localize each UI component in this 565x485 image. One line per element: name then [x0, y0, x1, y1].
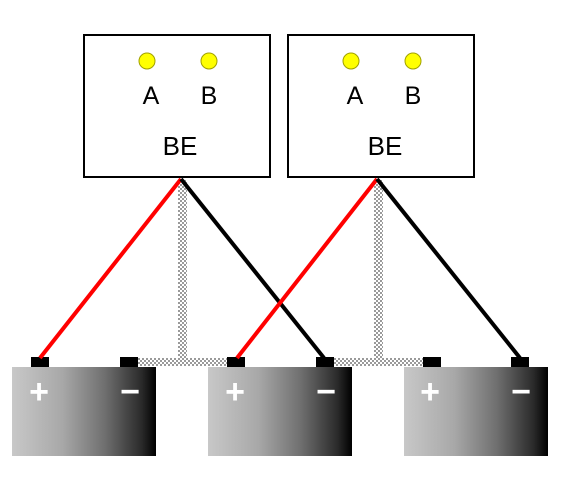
- positive-sign: +: [29, 373, 49, 411]
- terminal-b-label: B: [201, 82, 218, 110]
- be-unit-1: A B BE: [83, 34, 271, 178]
- positive-wire-2: [235, 177, 379, 360]
- be-unit-2: A B BE: [287, 34, 475, 178]
- battery-1: + −: [12, 357, 156, 456]
- battery-3-negative-terminal: [511, 357, 529, 367]
- terminal-a-label: A: [347, 82, 364, 110]
- led-a-icon: [342, 52, 360, 70]
- positive-wire-1: [38, 177, 183, 360]
- sense-wires: [130, 180, 435, 366]
- sense-wire-1-horizontal: [130, 358, 240, 366]
- positive-sign: +: [420, 373, 440, 411]
- led-b-icon: [404, 52, 422, 70]
- power-wires: [38, 177, 522, 360]
- negative-sign: −: [511, 373, 531, 411]
- positive-sign: +: [225, 373, 245, 411]
- battery-3: + −: [404, 357, 548, 456]
- unit-label: BE: [368, 131, 403, 161]
- negative-wire-1: [179, 177, 326, 360]
- battery-2-positive-terminal: [227, 357, 245, 367]
- negative-sign: −: [316, 373, 336, 411]
- battery-2: + −: [208, 357, 352, 456]
- sense-wire-1-vertical: [178, 180, 187, 363]
- sense-wire-2-horizontal: [325, 358, 435, 366]
- battery-2-negative-terminal: [316, 357, 334, 367]
- battery-1-positive-terminal: [31, 357, 49, 367]
- led-b-icon: [200, 52, 218, 70]
- led-a-icon: [138, 52, 156, 70]
- negative-wire-2: [375, 177, 522, 360]
- negative-sign: −: [120, 373, 140, 411]
- unit-label: BE: [163, 131, 198, 161]
- sense-wire-2-vertical: [374, 180, 383, 363]
- battery-3-body: [404, 367, 548, 456]
- terminal-b-label: B: [405, 82, 422, 110]
- battery-1-body: [12, 367, 156, 456]
- battery-2-body: [208, 367, 352, 456]
- battery-3-positive-terminal: [423, 357, 441, 367]
- battery-1-negative-terminal: [120, 357, 138, 367]
- terminal-a-label: A: [143, 82, 160, 110]
- be-unit-1-box: [83, 34, 271, 178]
- be-unit-2-box: [287, 34, 475, 178]
